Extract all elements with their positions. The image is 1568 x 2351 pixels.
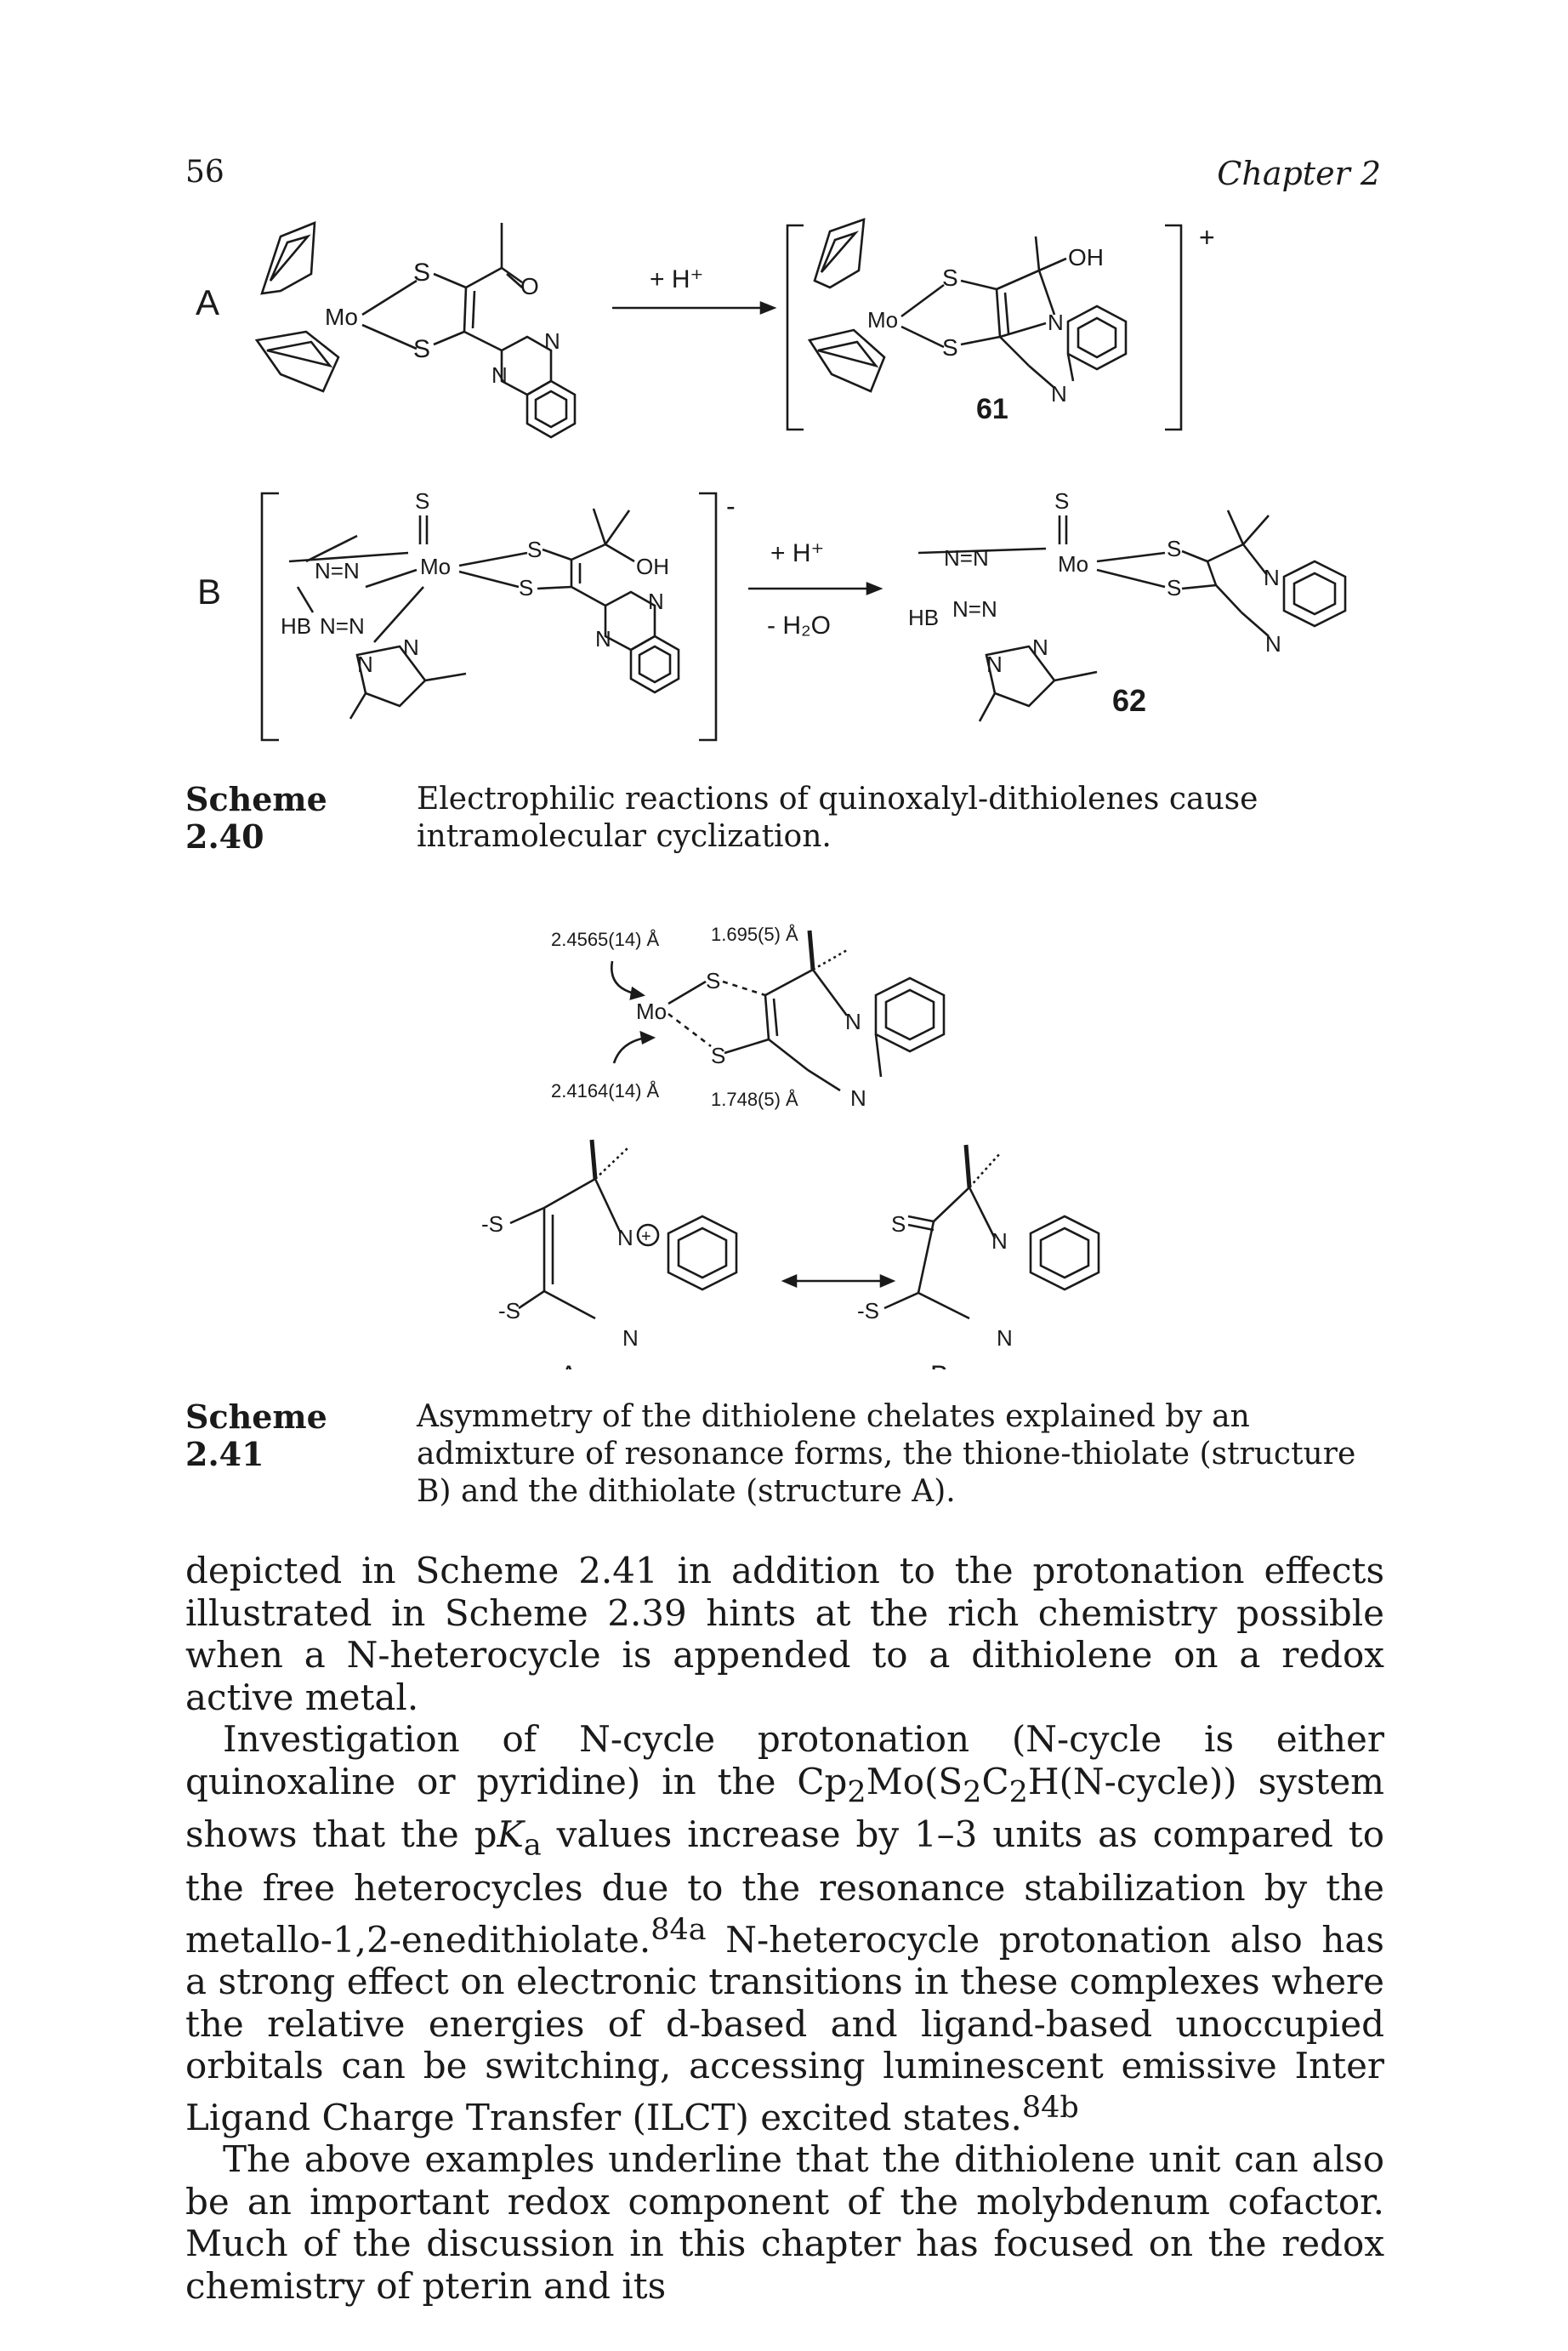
reactant-b-structure: S Mo N=N N=N HB N N S S OH N N — [281, 488, 680, 720]
resonance-structure-b: S -S N N B — [857, 1144, 1100, 1369]
svg-text:-S: -S — [481, 1211, 503, 1237]
svg-text:Mo: Mo — [867, 307, 898, 333]
reactant-a-structure: Mo S S O N N — [254, 221, 577, 439]
svg-text:S: S — [415, 488, 429, 514]
scheme-2-40-figure: A Mo S S O N N + H⁺ + — [196, 218, 1347, 742]
bond-length-structure: 2.4565(14) Å 1.695(5) Å 2.4164(14) Å 1.7… — [551, 924, 946, 1111]
bond-label-2: 1.695(5) Å — [711, 924, 798, 945]
scheme-2-41-label: Scheme 2.41 — [185, 1398, 327, 1473]
paragraph-2: Investigation of N-cycle protonation (N-… — [185, 1718, 1385, 2138]
svg-text:-S: -S — [498, 1298, 520, 1324]
bond-label-3: 2.4164(14) Å — [551, 1080, 660, 1101]
structure-a-label: A — [560, 1360, 578, 1369]
paragraph-3: The above examples underline that the di… — [185, 2138, 1384, 2307]
charge-a: + — [1199, 222, 1215, 253]
product-61-structure: Mo S S OH N N 61 — [807, 218, 1128, 425]
panel-a-label: A — [196, 282, 219, 322]
svg-text:N: N — [1265, 631, 1281, 657]
resonance-structure-a: -S -S N + N A — [481, 1139, 738, 1369]
svg-text:N=N: N=N — [315, 558, 360, 583]
svg-text:O: O — [520, 273, 539, 299]
svg-text:S: S — [711, 1043, 725, 1068]
svg-text:N: N — [403, 635, 419, 660]
svg-text:N: N — [622, 1325, 639, 1351]
svg-text:N: N — [544, 328, 560, 354]
svg-text:S: S — [1054, 488, 1069, 514]
svg-text:OH: OH — [1068, 244, 1104, 270]
svg-text:N: N — [595, 626, 611, 652]
svg-text:HB: HB — [281, 613, 311, 639]
svg-text:N: N — [845, 1009, 861, 1034]
scheme-2-41-figure: 2.4565(14) Å 1.695(5) Å 2.4164(14) Å 1.7… — [481, 924, 1100, 1369]
reagent-a: + H⁺ — [650, 265, 703, 293]
scheme-2-41-caption: Scheme 2.41 Asymmetry of the dithiolene … — [185, 1398, 1384, 1511]
svg-text:Mo: Mo — [325, 304, 358, 330]
paragraph-1: depicted in Scheme 2.41 in addition to t… — [185, 1550, 1384, 1718]
chapter-title: Chapter 2 — [1217, 155, 1381, 192]
svg-text:N: N — [1048, 310, 1064, 335]
svg-text:S: S — [519, 575, 533, 601]
svg-text:HB: HB — [908, 605, 939, 630]
svg-text:S: S — [1167, 575, 1181, 601]
svg-text:+: + — [641, 1227, 651, 1246]
svg-text:N=N: N=N — [944, 545, 989, 571]
svg-text:S: S — [1167, 536, 1181, 561]
svg-text:Mo: Mo — [420, 554, 451, 579]
svg-text:S: S — [942, 265, 958, 291]
svg-text:S: S — [527, 537, 542, 562]
page-number: 56 — [185, 155, 224, 190]
bond-label-1: 2.4565(14) Å — [551, 929, 660, 950]
svg-text:N: N — [1032, 635, 1048, 660]
citation-84b: 84b — [1021, 2090, 1079, 2125]
bond-label-4: 1.748(5) Å — [711, 1089, 798, 1110]
svg-text:N: N — [986, 652, 1003, 677]
svg-text:S: S — [413, 259, 430, 287]
svg-text:N=N: N=N — [952, 596, 997, 622]
svg-text:N: N — [491, 362, 508, 388]
svg-text:N: N — [357, 652, 373, 677]
svg-text:Mo: Mo — [1058, 551, 1088, 577]
svg-text:N: N — [991, 1228, 1008, 1254]
reagent-b-1: + H⁺ — [770, 539, 824, 567]
compound-62-label: 62 — [1112, 683, 1146, 718]
svg-text:S: S — [942, 334, 958, 361]
panel-b-label: B — [197, 572, 221, 612]
svg-text:S: S — [706, 968, 720, 993]
compound-61-label: 61 — [976, 393, 1008, 425]
svg-text:N: N — [1264, 565, 1280, 590]
scheme-2-40-label: Scheme 2.40 — [185, 780, 327, 856]
svg-text:N: N — [997, 1325, 1013, 1351]
svg-text:OH: OH — [636, 554, 669, 579]
svg-text:S: S — [891, 1211, 906, 1237]
scheme-2-41-text: Asymmetry of the dithiolene chelates exp… — [417, 1399, 1356, 1509]
charge-b: - — [726, 491, 736, 521]
svg-text:N: N — [617, 1225, 633, 1250]
svg-text:N: N — [850, 1085, 866, 1111]
svg-text:S: S — [413, 335, 430, 363]
reagent-b-2: - H₂O — [767, 612, 831, 640]
svg-text:-S: -S — [857, 1298, 879, 1324]
svg-text:Mo: Mo — [636, 999, 667, 1024]
structure-b-label: B — [930, 1360, 948, 1369]
svg-text:N: N — [648, 589, 664, 614]
svg-text:N=N: N=N — [320, 613, 365, 639]
product-62-structure: S Mo N=N N=N HB N N S S N N 62 — [908, 488, 1347, 722]
scheme-2-40-text: Electrophilic reactions of quinoxalyl-di… — [417, 782, 1258, 854]
citation-84a: 84a — [650, 1912, 707, 1947]
scheme-2-40-caption: Scheme 2.40 Electrophilic reactions of q… — [185, 781, 1384, 856]
svg-text:N: N — [1051, 381, 1067, 407]
body-text: depicted in Scheme 2.41 in addition to t… — [185, 1550, 1384, 2307]
